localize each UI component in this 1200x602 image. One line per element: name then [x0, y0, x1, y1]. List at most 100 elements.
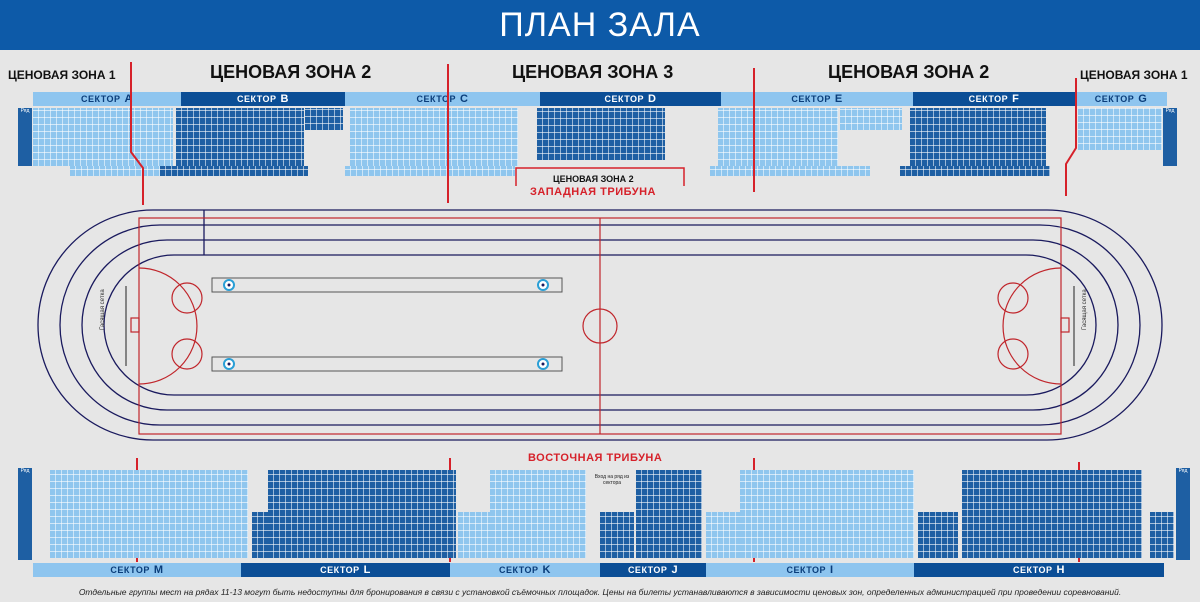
- sector-word: СЕКТОР: [81, 94, 121, 104]
- row-header-east-left: Ряд: [18, 468, 32, 560]
- sector-letter: B: [280, 93, 289, 105]
- sector-word: СЕКТОР: [1094, 94, 1135, 104]
- right-circle-upper: [997, 282, 1029, 314]
- price-zone-1-left-label: ЦЕНОВАЯ ЗОНА 1: [8, 68, 116, 82]
- row-header-label: Ряд: [1165, 108, 1175, 114]
- row-header-west-right: Ряд: [1163, 108, 1177, 166]
- seat-block-sector-c[interactable]: [350, 108, 518, 166]
- seat-block-sector-l[interactable]: [268, 470, 456, 558]
- sector-letter: H: [1056, 564, 1065, 576]
- left-goal: [130, 317, 140, 333]
- target-center: [541, 362, 545, 366]
- sector-word: СЕКТОР: [320, 565, 360, 575]
- track-lane: [37, 209, 1163, 441]
- seat-block-sector-a[interactable]: [33, 108, 173, 166]
- left-circle-lower: [171, 338, 203, 370]
- price-zone-2-right-label: ЦЕНОВАЯ ЗОНА 2: [828, 62, 990, 82]
- page-title: ПЛАН ЗАЛА: [499, 5, 701, 44]
- west-tribune-label: ЗАПАДНАЯ ТРИБУНА: [530, 186, 656, 198]
- header-bar: ПЛАН ЗАЛА: [0, 0, 1200, 50]
- sector-letter: C: [460, 93, 469, 105]
- sector-letter: G: [1138, 93, 1148, 105]
- seat-block-sector-f-lower[interactable]: [900, 166, 1050, 176]
- sector-word: СЕКТОР: [791, 94, 831, 104]
- sector-letter: L: [363, 564, 371, 576]
- sector-word: СЕКТОР: [1013, 565, 1053, 575]
- seat-block-sector-g[interactable]: [1078, 108, 1162, 150]
- sector-letter: D: [648, 93, 657, 105]
- sector-word: СЕКТОР: [604, 94, 645, 104]
- price-zone-2-left-label: ЦЕНОВАЯ ЗОНА 2: [210, 62, 372, 82]
- right-goal: [1060, 317, 1070, 333]
- seat-block-sector-h-right[interactable]: [1150, 512, 1174, 558]
- zone-divider-line: [515, 167, 685, 186]
- seat-block-sector-e-lower[interactable]: [710, 166, 870, 176]
- center-circle: [582, 308, 618, 344]
- sector-word: СЕКТОР: [237, 94, 277, 104]
- target-centers: [227, 283, 545, 366]
- price-zone-1-right-label: ЦЕНОВАЯ ЗОНА 1: [1080, 68, 1188, 82]
- seat-block-sector-d[interactable]: [537, 108, 665, 160]
- seat-block-sector-j[interactable]: [636, 470, 702, 558]
- seat-block-sector-e-right[interactable]: [840, 108, 902, 130]
- left-goal-area: [138, 267, 198, 385]
- seat-block-sector-b-right[interactable]: [305, 108, 343, 130]
- seat-block-sector-h[interactable]: [962, 470, 1142, 558]
- seat-block-sector-m[interactable]: [50, 470, 248, 558]
- sector-letter: J: [671, 564, 679, 576]
- jump-lanes: [211, 277, 563, 372]
- target-center: [227, 283, 231, 287]
- left-circle-upper: [171, 282, 203, 314]
- price-zone-3-label: ЦЕНОВАЯ ЗОНА 3: [512, 62, 674, 82]
- sector-letter: F: [1012, 93, 1020, 105]
- target-center: [541, 283, 545, 287]
- sector-word: СЕКТОР: [627, 565, 668, 575]
- jump-lane-upper: [211, 277, 563, 293]
- sector-word: СЕКТОР: [968, 94, 1009, 104]
- seat-block-sector-b-lower[interactable]: [160, 166, 308, 176]
- price-zone-2-inner-label: ЦЕНОВАЯ ЗОНА 2: [553, 174, 634, 184]
- row-header-east-right: Ряд: [1176, 468, 1190, 560]
- seat-block-sector-e[interactable]: [718, 108, 838, 166]
- jump-lane-lower: [211, 356, 563, 372]
- seat-block-sector-i[interactable]: [740, 470, 914, 558]
- sector-letter: A: [124, 93, 133, 105]
- seat-block-sector-c-lower[interactable]: [345, 166, 515, 176]
- right-circle-lower: [997, 338, 1029, 370]
- seat-block-sector-k[interactable]: [490, 470, 586, 558]
- seat-block-sector-h-left[interactable]: [918, 512, 958, 558]
- right-net-label: Гасящая сетка: [1082, 289, 1088, 330]
- seat-block-sector-k-left[interactable]: [458, 512, 492, 558]
- zone-dividers-top: [130, 62, 1077, 205]
- seat-block-sector-b[interactable]: [176, 108, 304, 166]
- sector-word: СЕКТОР: [416, 94, 457, 104]
- row-header-label: Ряд: [20, 468, 30, 474]
- seat-block-sector-f[interactable]: [910, 108, 1046, 166]
- sector-word: СЕКТОР: [786, 565, 826, 575]
- seat-block-sector-a-lower[interactable]: [70, 166, 170, 176]
- seat-block-sector-j-left[interactable]: [600, 512, 634, 558]
- zone-divider-line: [130, 62, 144, 205]
- footnote: Отдельные группы мест на рядах 11-13 мог…: [78, 587, 1122, 597]
- left-net-label: Гасящая сетка: [100, 289, 106, 330]
- entry-note: Вход на ряд из сектора: [594, 474, 630, 486]
- right-goal-area: [1002, 267, 1062, 385]
- targets: [223, 279, 549, 370]
- seat-block-sector-i-left[interactable]: [706, 512, 746, 558]
- target-center: [227, 362, 231, 366]
- row-header-label: Ряд: [20, 108, 30, 114]
- sector-letter: K: [542, 564, 551, 576]
